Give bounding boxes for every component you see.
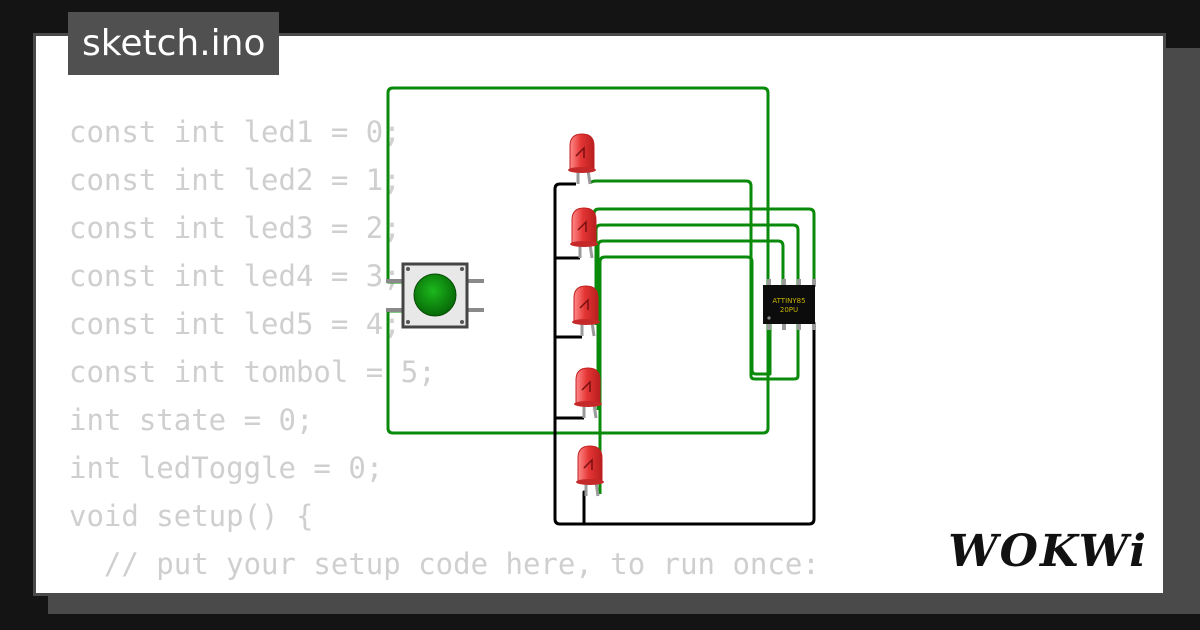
green-wires <box>386 86 816 494</box>
chip-label-line1: ATTINY85 <box>772 297 805 305</box>
code-line: const int led3 = 2; <box>69 211 401 245</box>
code-line: void setup() { <box>69 499 314 533</box>
wire-led4 <box>596 239 785 410</box>
file-tab[interactable]: sketch.ino <box>68 12 280 75</box>
code-line: // put your setup code here, to run once… <box>69 547 820 581</box>
code-line: const int led2 = 1; <box>69 163 401 197</box>
code-background: const int led1 = 0; const int led2 = 1; co… <box>69 108 820 593</box>
led-3[interactable] <box>572 285 600 337</box>
wire-led5 <box>598 255 772 494</box>
wire-led1 <box>588 179 766 381</box>
led-4[interactable] <box>574 367 602 419</box>
wire-ground-bus <box>553 182 816 526</box>
code-line: int ledToggle = 0; <box>69 451 384 485</box>
pushbutton[interactable] <box>386 262 484 329</box>
code-line: const int tombol = 5; <box>69 355 436 389</box>
code-line: const int led1 = 0; <box>69 115 401 149</box>
code-line: const int led4 = 3; <box>69 259 401 293</box>
wire-button-top <box>386 86 770 435</box>
code-line: int state = 0; <box>69 403 314 437</box>
attiny85-chip[interactable]: ATTINY85 20PU <box>763 279 816 330</box>
wire-led2 <box>592 207 816 285</box>
led-1[interactable] <box>568 133 596 185</box>
code-line: const int led5 = 4; <box>69 307 401 341</box>
wokwi-logo: WOKWi <box>948 526 1148 577</box>
led-5[interactable] <box>576 445 604 497</box>
wire-led3 <box>594 223 800 381</box>
led-2[interactable] <box>570 207 598 259</box>
wire-ground-led5 <box>582 490 586 524</box>
pushbutton-cap <box>413 273 457 317</box>
chip-label-line2: 20PU <box>780 306 798 314</box>
